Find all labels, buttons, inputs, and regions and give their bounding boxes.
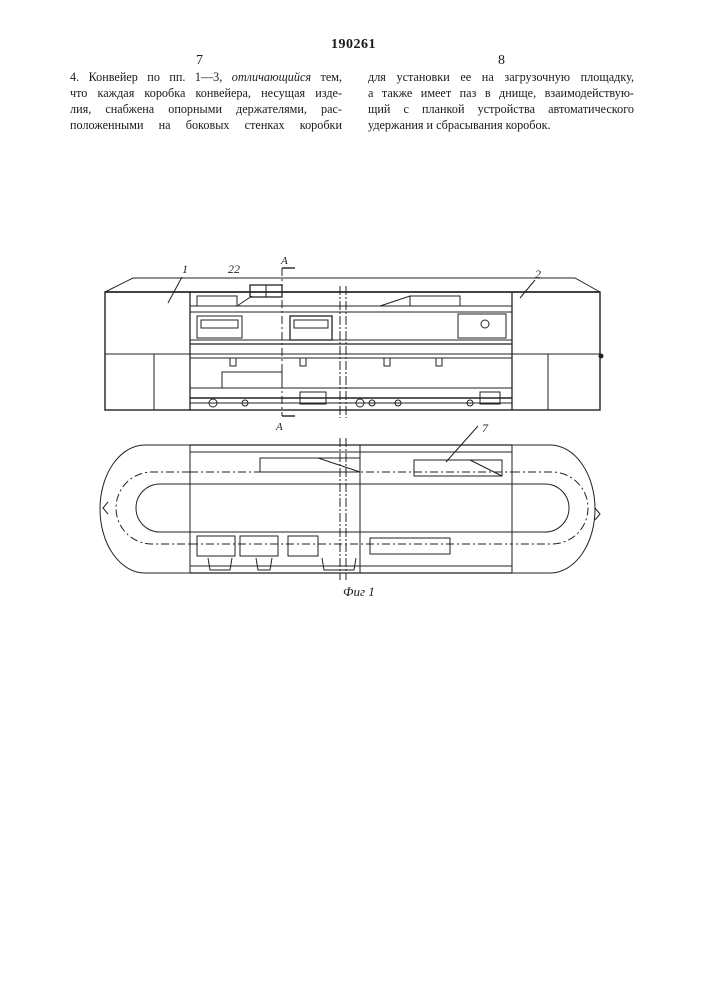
text-line: удержания и сбрасывания коробок.	[368, 117, 634, 133]
ref-label-7: 7	[482, 421, 489, 435]
text-line: что каждая коробка конвейера, несущая из…	[70, 85, 342, 101]
text-line: для установки ее на загрузочную площадку…	[368, 69, 634, 85]
right-page-number: 8	[498, 53, 505, 69]
text-line: положенными на боковых стенках коробки	[70, 117, 342, 133]
ref-label-22: 22	[228, 262, 240, 276]
left-text-column: 4. Конвейер по пп. 1—3, отличающийся тем…	[70, 69, 342, 133]
figure-caption: Фиг 1	[343, 584, 375, 599]
conveyor-drawing: 1 22 A 2 A 7 Фиг 1	[0, 240, 707, 610]
text-line: лия, снабжена опорными держателями, рас-	[70, 101, 342, 117]
right-text-column: для установки ее на загрузочную площадку…	[368, 69, 634, 133]
section-label-top: A	[280, 255, 288, 267]
text-line: 4. Конвейер по пп. 1—3, отличающийся тем…	[70, 69, 342, 85]
section-label-bottom: A	[275, 421, 283, 433]
left-page-number: 7	[196, 53, 203, 69]
ref-label-1: 1	[182, 262, 188, 276]
text-line: а также имеет паз в днище, взаимодейству…	[368, 85, 634, 101]
ref-label-2: 2	[535, 267, 541, 281]
text-line: щий с планкой устройства автоматического	[368, 101, 634, 117]
patent-number: 190261	[0, 37, 707, 53]
